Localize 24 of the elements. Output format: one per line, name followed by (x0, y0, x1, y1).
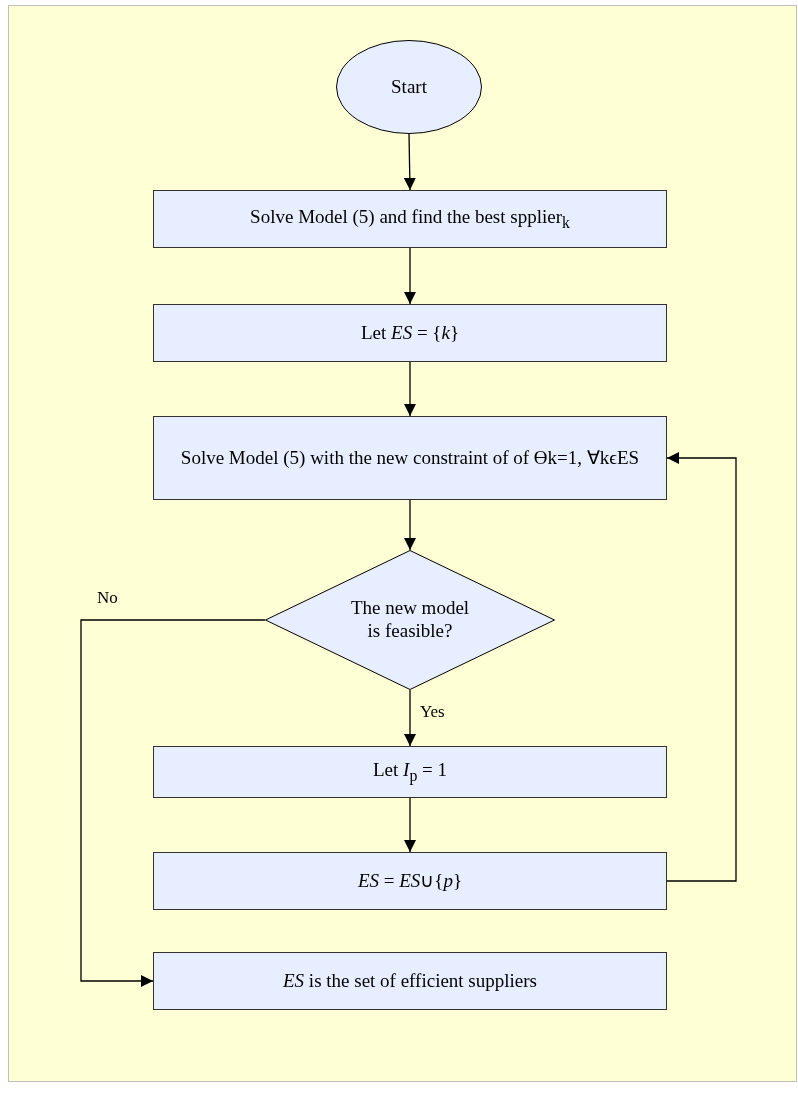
arrow (404, 689, 416, 747)
node-text: ES = ES∪{p} (357, 869, 463, 893)
start-terminal (336, 40, 482, 134)
arrow (404, 361, 416, 417)
arrow (80, 619, 266, 987)
node-text: The new model is feasible? (349, 597, 471, 643)
arrow (404, 247, 416, 305)
process-box (153, 852, 667, 910)
node-text: Start (391, 75, 427, 99)
arrow (403, 133, 416, 191)
process-box (153, 416, 667, 500)
process-box (153, 952, 667, 1010)
decision-diamond (265, 550, 555, 690)
arrow (404, 797, 416, 853)
arrow (404, 499, 416, 551)
node-text: Solve Model (5) with the new constraint of of Ɵk=1, ∀kϵES (180, 446, 640, 470)
process-box (153, 190, 667, 248)
process-box (153, 304, 667, 362)
node-text: Let I$_{p}$ = 1 (372, 758, 447, 786)
process-box (153, 746, 667, 798)
node-text: Solve Model (5) and find the best spplier$_{k}$ (250, 205, 570, 233)
node-text: Let ES = {k} (360, 321, 460, 345)
arrow (666, 452, 737, 882)
node-text: ES is the set of efficient suppliers (283, 969, 537, 993)
